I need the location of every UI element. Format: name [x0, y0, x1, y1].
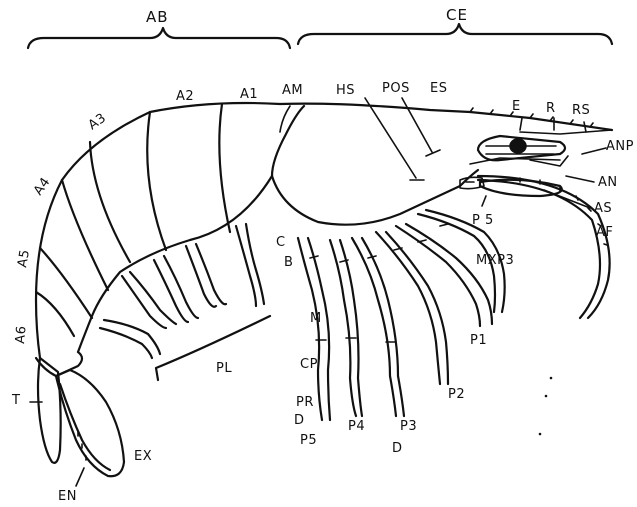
label-a2: A2 [176, 89, 194, 104]
label-pos: POS [382, 81, 410, 96]
label-p5: P5 [300, 433, 317, 448]
label-r: R [546, 101, 556, 116]
label-abdomen: AB [146, 8, 169, 26]
label-p4: P4 [348, 419, 365, 434]
label-m: M [310, 311, 322, 326]
label-p3: P3 [400, 419, 417, 434]
tail-fan [36, 352, 124, 476]
label-d-left: D [294, 413, 305, 428]
label-cephalothorax: CE [446, 6, 468, 24]
label-ex: EX [134, 449, 152, 464]
label-en: EN [58, 489, 77, 504]
leader-en [76, 468, 84, 486]
label-p5-top: P 5 [472, 213, 494, 228]
carapace-lines [272, 98, 440, 180]
label-pl: PL [216, 361, 232, 376]
pereiopods [298, 210, 505, 420]
label-a6: A6 [13, 325, 30, 344]
label-a4: A4 [31, 175, 54, 198]
label-t: T [11, 393, 20, 408]
label-a3: A3 [86, 111, 109, 134]
pleopod-bracket [156, 316, 270, 380]
label-pr: PR [296, 395, 314, 410]
label-e: E [512, 99, 521, 114]
eye-region [470, 136, 568, 166]
label-rs: RS [572, 103, 590, 118]
label-c: C [276, 235, 286, 250]
body-outline [36, 103, 612, 358]
stray-marks [539, 377, 553, 436]
abdomen-bracket [28, 28, 290, 48]
antennal-flagellum [478, 176, 610, 318]
label-as: AS [594, 201, 612, 216]
label-am: AM [282, 83, 303, 98]
label-af: AF [596, 225, 613, 240]
label-b: B [284, 255, 293, 270]
label-a5: A5 [15, 248, 33, 269]
abdominal-segments [36, 104, 230, 336]
label-cp: CP [300, 357, 318, 372]
pleopods [100, 224, 264, 358]
cephalothorax-bracket [298, 24, 612, 44]
label-mxp3: MXP3 [476, 253, 514, 268]
label-hs: HS [336, 83, 355, 98]
label-p2: P2 [448, 387, 465, 402]
label-a1: A1 [240, 87, 258, 102]
eye [510, 139, 526, 153]
label-an: AN [598, 175, 618, 190]
label-d-right: D [392, 441, 403, 456]
label-anp: ANP [606, 139, 634, 154]
label-p1: P1 [470, 333, 487, 348]
label-es: ES [430, 81, 447, 96]
